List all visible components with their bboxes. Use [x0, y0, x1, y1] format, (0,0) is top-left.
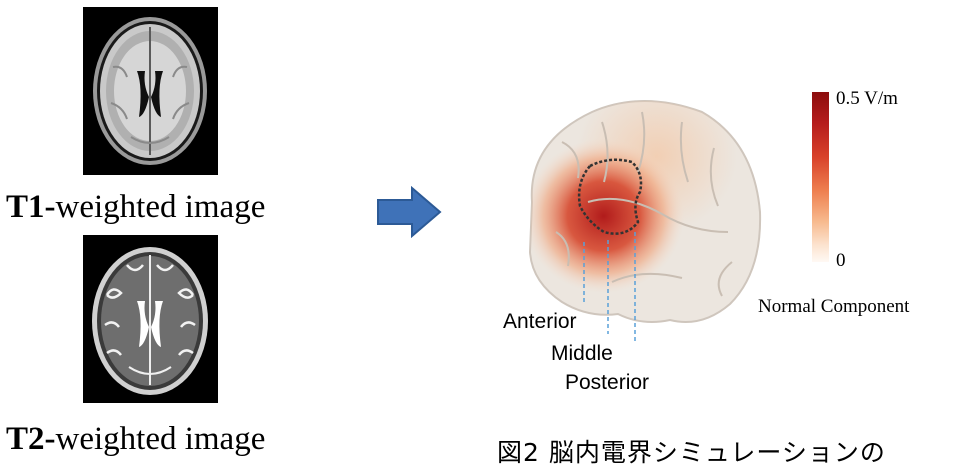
- colorbar-min-label: 0: [836, 251, 846, 270]
- t2-caption-suffix: weighted image: [56, 421, 266, 457]
- colorbar-max-label: 0.5 V/m: [836, 89, 898, 108]
- t1-caption: T1-weighted image: [6, 191, 265, 224]
- t2-mri-image: [83, 235, 218, 403]
- colorbar: [812, 92, 829, 262]
- t2-caption-prefix: T2-: [6, 421, 56, 457]
- label-anterior: Anterior: [503, 311, 577, 332]
- t1-mri-image: [83, 7, 218, 175]
- brain-efield-rendering: [492, 82, 762, 342]
- right-arrow-icon: [376, 186, 444, 238]
- label-middle: Middle: [551, 343, 613, 364]
- colorbar-title: Normal Component: [758, 297, 909, 316]
- label-posterior: Posterior: [565, 372, 649, 393]
- t1-caption-prefix: T1-: [6, 189, 56, 225]
- t1-caption-suffix: weighted image: [56, 189, 266, 225]
- figure-caption: 図2 脳内電界シミュレーションの: [497, 440, 886, 465]
- t2-caption: T2-weighted image: [6, 423, 265, 456]
